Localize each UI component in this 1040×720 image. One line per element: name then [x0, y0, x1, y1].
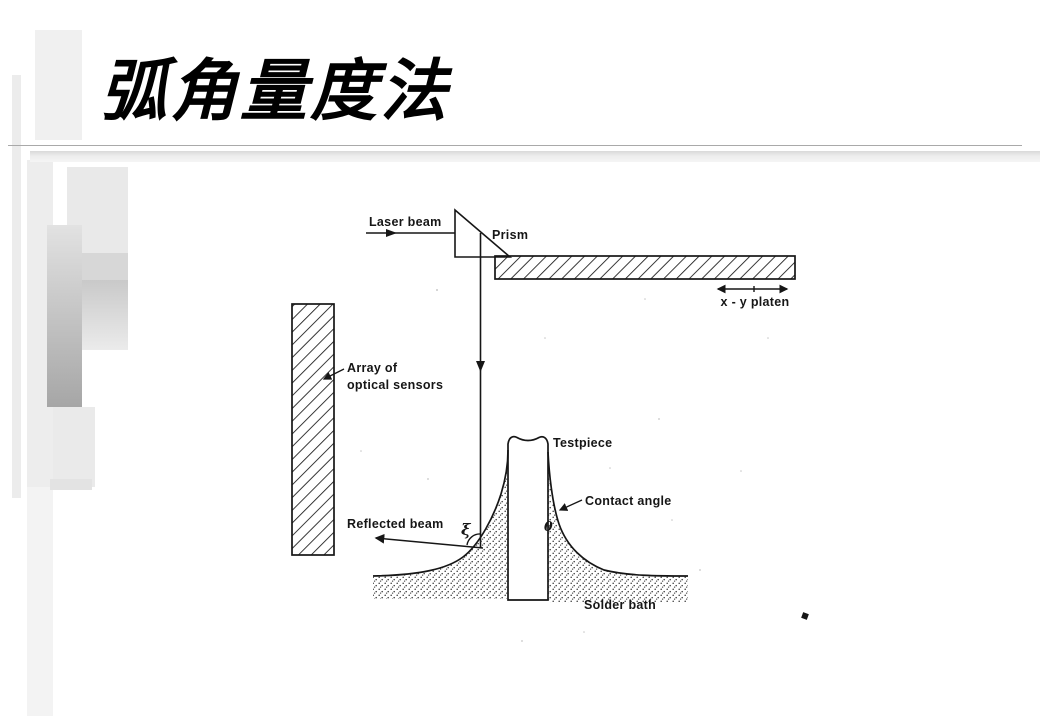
- solder-meniscus: [372, 449, 689, 577]
- array-label-line1: Array of: [347, 361, 398, 375]
- testpiece: Testpiece: [507, 435, 612, 601]
- testpiece-label: Testpiece: [553, 436, 612, 450]
- scan-noise: [360, 289, 769, 642]
- theta-symbol: θ: [544, 520, 553, 535]
- meniscus-right-curve: [547, 451, 689, 577]
- laser-beam-label: Laser beam: [369, 215, 441, 229]
- title-underline: [8, 145, 1022, 146]
- deco-block-lower: [53, 407, 95, 487]
- optical-sensor-array: Array of optical sensors: [291, 303, 443, 556]
- solder-left-region: [373, 450, 508, 599]
- title-accent-band: [30, 151, 1040, 162]
- page-title: 弧角量度法: [100, 51, 450, 130]
- solder-bath-label: Solder bath: [584, 598, 656, 612]
- meniscus-left-curve: [372, 449, 509, 577]
- reflected-beam: ξ Reflected beam: [347, 517, 484, 549]
- scan-ink-blot: [801, 612, 809, 620]
- deco-block-fade: [82, 280, 128, 350]
- prism: Prism: [454, 208, 528, 258]
- contact-angle-label: Contact angle: [585, 494, 672, 508]
- xy-platen: x - y platen: [494, 255, 796, 309]
- reflected-beam-label: Reflected beam: [347, 517, 444, 531]
- prism-label: Prism: [492, 228, 528, 242]
- array-leader-arrow: [322, 368, 345, 380]
- xy-platen-label: x - y platen: [721, 295, 790, 309]
- array-label-line2: optical sensors: [347, 378, 443, 392]
- xi-symbol: ξ: [461, 520, 472, 539]
- contact-angle-leader-arrow: [558, 499, 583, 511]
- deco-rect-top: [35, 30, 82, 140]
- laser-beam-arrowhead: [386, 229, 397, 237]
- deco-block-small: [50, 479, 92, 490]
- deco-strip-bottom: [27, 487, 53, 716]
- xi-angle-arc: [466, 533, 481, 546]
- deco-gradient-strip: [47, 225, 82, 407]
- vertical-beam: [476, 233, 485, 547]
- contact-angle: Contact angle θ: [544, 494, 672, 535]
- solder-bath: [373, 450, 688, 603]
- solder-right-region: [548, 452, 688, 603]
- vertical-beam-arrowhead: [476, 361, 485, 372]
- deco-strip-far-left: [12, 75, 21, 498]
